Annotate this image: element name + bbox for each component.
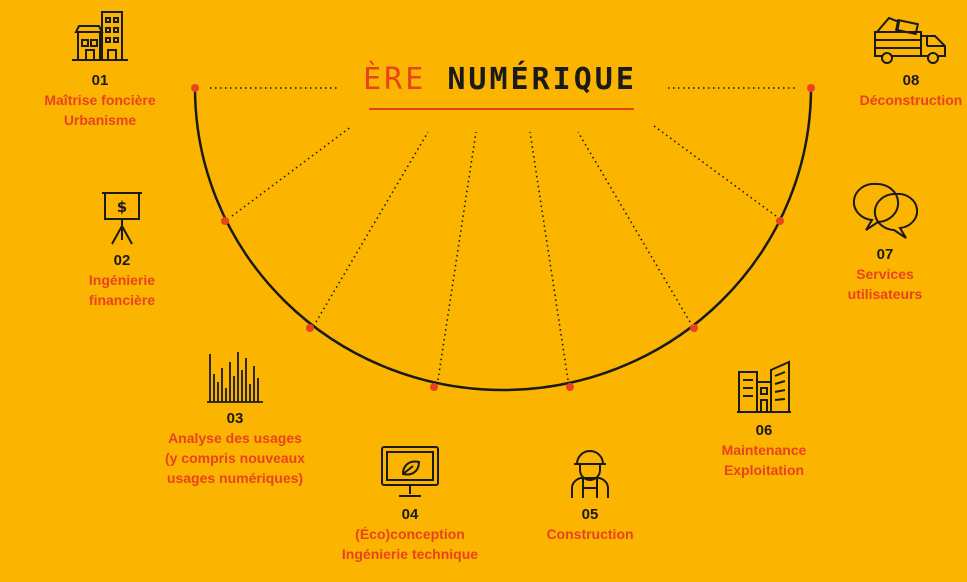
eco-monitor-icon (310, 444, 510, 500)
connector-02 (231, 125, 353, 217)
stage-number: 01 (91, 72, 109, 89)
bar-histogram-icon (135, 348, 335, 404)
connector-07 (653, 125, 777, 217)
stage-label-line: (Éco)conception (355, 526, 465, 542)
dot-05 (566, 383, 574, 391)
stage-label-line: Maintenance (721, 442, 807, 458)
dot-06 (690, 324, 698, 332)
stage-label-line: Ingénierie (88, 272, 156, 288)
stage-number: 07 (876, 246, 894, 263)
office-buildings-icon (664, 360, 864, 416)
stage-06: 06 Maintenance Exploitation (664, 360, 864, 480)
stage-label-line: usages numériques) (166, 470, 304, 486)
construction-worker-icon (490, 444, 690, 500)
stage-label-line: (y compris nouveaux (164, 450, 306, 466)
stage-label-line: utilisateurs (847, 286, 923, 302)
dot-04 (430, 383, 438, 391)
stage-08: 08 Déconstruction (811, 12, 967, 110)
stage-label-line: Maîtrise foncière (44, 92, 156, 108)
title-accent: ÈRE (363, 62, 427, 97)
connector-03 (315, 131, 429, 323)
stage-label-line: financière (88, 292, 156, 308)
connector-06 (577, 131, 691, 323)
connector-04 (437, 131, 477, 381)
timeline-dots (191, 84, 815, 391)
dot-08 (807, 84, 815, 92)
stage-label-line: Urbanisme (63, 112, 137, 128)
stage-04: 04 (Éco)conception Ingénierie technique (310, 444, 510, 564)
stage-number: 08 (902, 72, 920, 89)
dotted-connectors (210, 87, 798, 381)
title-main: NUMÉRIQUE (447, 62, 637, 97)
svg-text:$: $ (117, 198, 127, 216)
stage-number: 05 (581, 506, 599, 523)
stage-03: 03 Analyse des usages (y compris nouveau… (135, 348, 335, 488)
stage-label-line: Exploitation (723, 462, 805, 478)
diagram-title: ÈRE NUMÉRIQUE (360, 62, 640, 98)
buildings-icon (0, 10, 200, 66)
dot-02 (221, 217, 229, 225)
dot-01 (191, 84, 199, 92)
stage-label-line: Construction (546, 526, 634, 542)
stage-number: 02 (113, 252, 131, 269)
stage-label-line: Déconstruction (859, 92, 963, 108)
stage-number: 06 (755, 422, 773, 439)
connector-05 (529, 131, 569, 381)
truck-icon (811, 12, 967, 66)
title-underline (369, 108, 634, 110)
stage-label-line: Analyse des usages (168, 430, 302, 446)
timeline-arc (193, 87, 813, 392)
chat-bubbles-icon (785, 180, 967, 240)
dollar-presentation-icon: $ (22, 190, 222, 246)
stage-01: 01 Maîtrise foncière Urbanisme (0, 10, 200, 130)
stage-label-line: Services (856, 266, 914, 282)
stage-number: 04 (401, 506, 419, 523)
stage-07: 07 Services utilisateurs (785, 180, 967, 304)
stage-number: 03 (226, 410, 244, 427)
stage-label-line: Ingénierie technique (341, 546, 479, 562)
dot-07 (776, 217, 784, 225)
stage-02: $ 02 Ingénierie financière (22, 190, 222, 310)
dot-03 (306, 324, 314, 332)
stage-05: 05 Construction (490, 444, 690, 544)
